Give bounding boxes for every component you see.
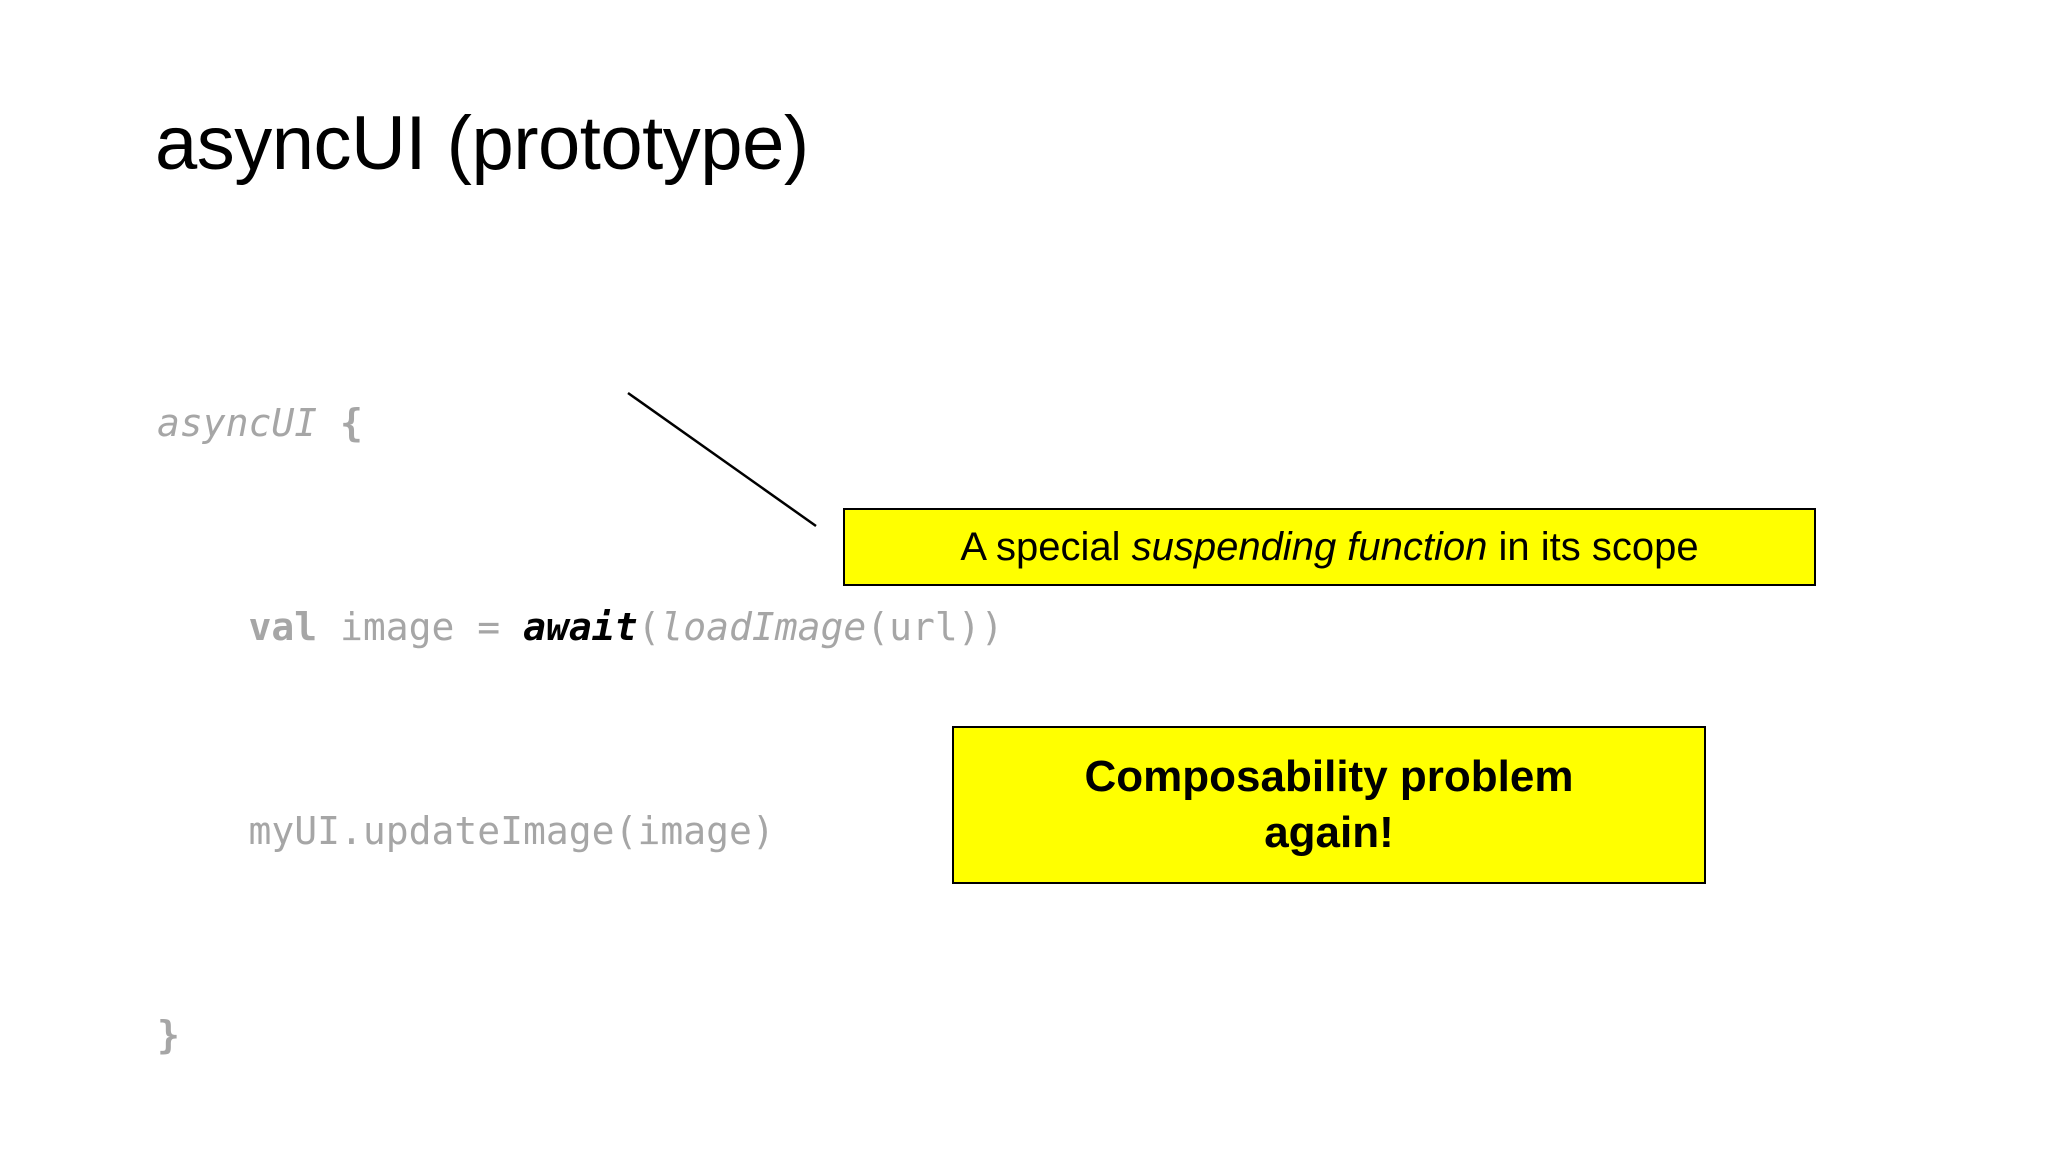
code-indent	[157, 605, 249, 649]
callout-composability-line1: Composability problem	[1084, 751, 1574, 801]
callout-suspending-function: A special suspending function in its sco…	[843, 508, 1816, 586]
code-indent	[157, 809, 249, 853]
page-title: asyncUI (prototype)	[155, 101, 809, 186]
code-token-image-assign: image =	[317, 605, 524, 649]
code-token-space	[317, 401, 340, 445]
code-line-3: myUI.updateImage(image)	[157, 806, 1004, 857]
callout-suspending-text: A special suspending function in its sco…	[960, 525, 1698, 570]
callout-emphasis: suspending function	[1131, 524, 1488, 569]
code-token-updateimage-call: myUI.updateImage(image)	[248, 809, 775, 853]
code-token-close-brace: }	[157, 1013, 180, 1057]
code-line-4: }	[157, 1010, 1004, 1061]
callout-composability-line2: again!	[1264, 808, 1394, 857]
code-token-url-args: (url))	[866, 605, 1004, 649]
code-block: asyncUI { val image = await(loadImage(ur…	[157, 296, 1004, 1152]
code-token-val: val	[248, 605, 318, 649]
code-token-open-paren: (	[637, 605, 661, 649]
callout-composability-text: Composability problem again!	[1085, 749, 1574, 862]
code-token-loadimage: loadImage	[660, 605, 867, 649]
callout-prefix: A special	[960, 524, 1132, 569]
code-token-asyncui: asyncUI	[157, 401, 318, 445]
callout-composability-problem: Composability problem again!	[952, 726, 1706, 884]
code-line-2: val image = await(loadImage(url))	[157, 602, 1004, 653]
code-line-1: asyncUI {	[157, 398, 1004, 449]
code-token-open-brace: {	[340, 401, 363, 445]
code-token-await: await	[523, 605, 638, 649]
callout-suffix: in its scope	[1487, 524, 1699, 569]
